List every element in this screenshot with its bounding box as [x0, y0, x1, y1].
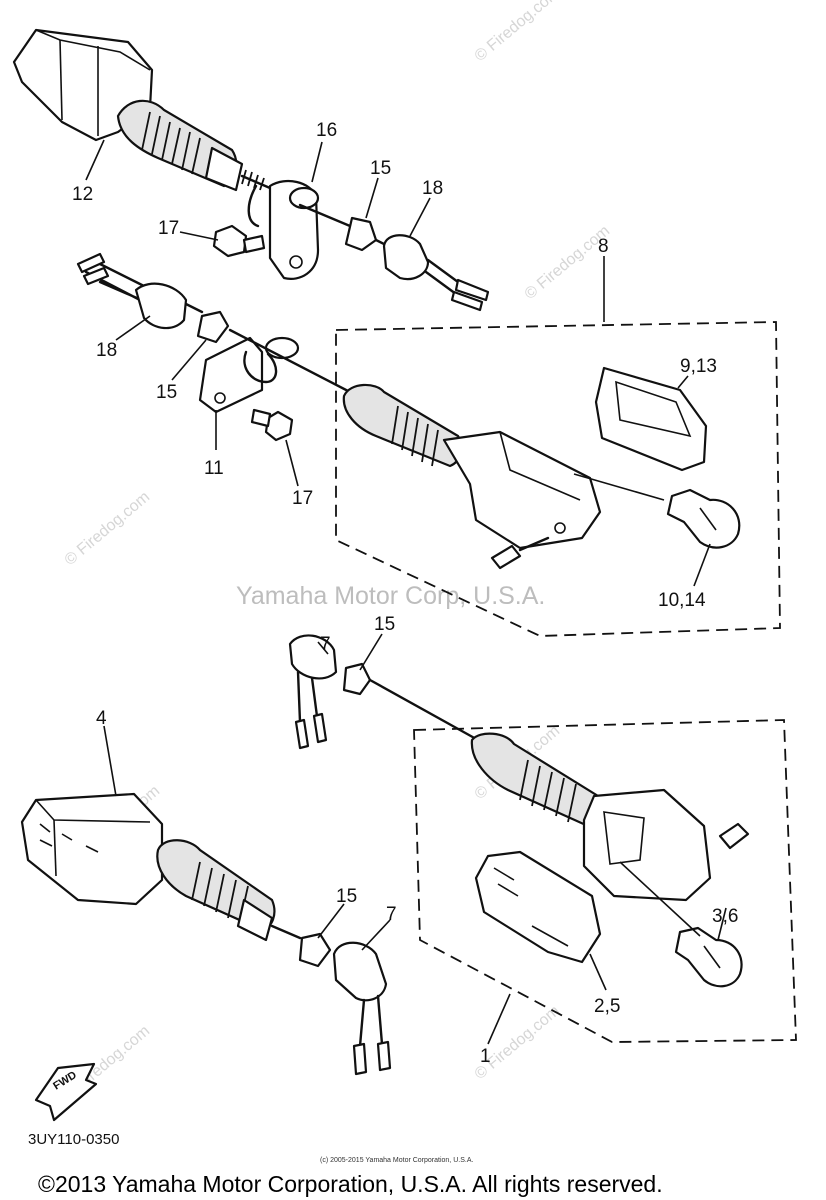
stud-rod [228, 328, 352, 394]
nut-15b [196, 310, 230, 344]
turn-signal-8 [342, 383, 602, 570]
bolt-17 [212, 224, 266, 258]
stud-rod [368, 678, 480, 742]
callout-4: 4 [96, 708, 107, 729]
callout-15: 15 [370, 158, 391, 179]
callout-3-6: 3,6 [712, 906, 738, 927]
callout-15c: 15 [374, 614, 395, 635]
watermark-site: © Firedog.com [522, 222, 613, 303]
lens-2-5 [474, 850, 602, 964]
callout-17: 17 [158, 218, 179, 239]
leader-line [619, 861, 701, 937]
callout-18: 18 [422, 178, 443, 199]
bolt-17b [250, 408, 294, 442]
nut-15d [298, 932, 332, 968]
watermark-site: © Firedog.com [62, 488, 153, 569]
wire-connector-upper [76, 252, 148, 304]
leader-line [573, 473, 665, 501]
callout-leaders [85, 139, 727, 1045]
turn-signal-12 [12, 28, 272, 192]
callout-2-5: 2,5 [594, 996, 620, 1017]
fwd-arrow-icon: FWD [34, 1062, 98, 1122]
callout-15d: 15 [336, 886, 357, 907]
callout-labels: 12 16 15 18 17 8 18 15 9,13 11 17 10,14 … [72, 120, 738, 1067]
callout-10-14: 10,14 [658, 590, 706, 611]
nut-15 [344, 216, 378, 252]
turn-signal-1 [470, 732, 750, 902]
callout-8: 8 [598, 236, 609, 257]
callout-18b: 18 [96, 340, 117, 361]
socket-7a [288, 634, 338, 750]
callout-1: 1 [480, 1046, 491, 1067]
callout-11: 11 [204, 458, 224, 479]
turn-signal-4 [20, 792, 302, 942]
bulb-3-6 [674, 926, 743, 988]
grommet-18 [382, 234, 490, 312]
watermark-center: Yamaha Motor Corp, U.S.A. [236, 582, 545, 610]
bracket-16 [247, 179, 320, 280]
callout-15b: 15 [156, 382, 177, 403]
callout-7b: 7 [386, 904, 397, 925]
socket-7b [332, 941, 392, 1076]
watermark-site: © Firedog.com [472, 1002, 563, 1083]
callout-16: 16 [316, 120, 337, 141]
callout-12: 12 [72, 184, 93, 205]
footer-copyright: ©2013 Yamaha Motor Corporation, U.S.A. A… [38, 1171, 663, 1197]
small-copyright: (c) 2005-2015 Yamaha Motor Corporation, … [320, 1157, 473, 1164]
callout-17b: 17 [292, 488, 313, 509]
watermark-site: © Firedog.com [472, 0, 563, 65]
nut-15c [342, 662, 372, 696]
lens-9-13 [594, 366, 708, 472]
kit-box-8 [335, 321, 781, 637]
callout-7: 7 [320, 634, 331, 655]
bracket-11 [198, 336, 300, 414]
kit-box-1 [413, 719, 797, 1043]
callout-9-13: 9,13 [680, 356, 717, 377]
bulb-10-14 [666, 488, 741, 549]
stud-rod [298, 203, 352, 228]
diagram-code: 3UY110-0350 [28, 1131, 119, 1148]
